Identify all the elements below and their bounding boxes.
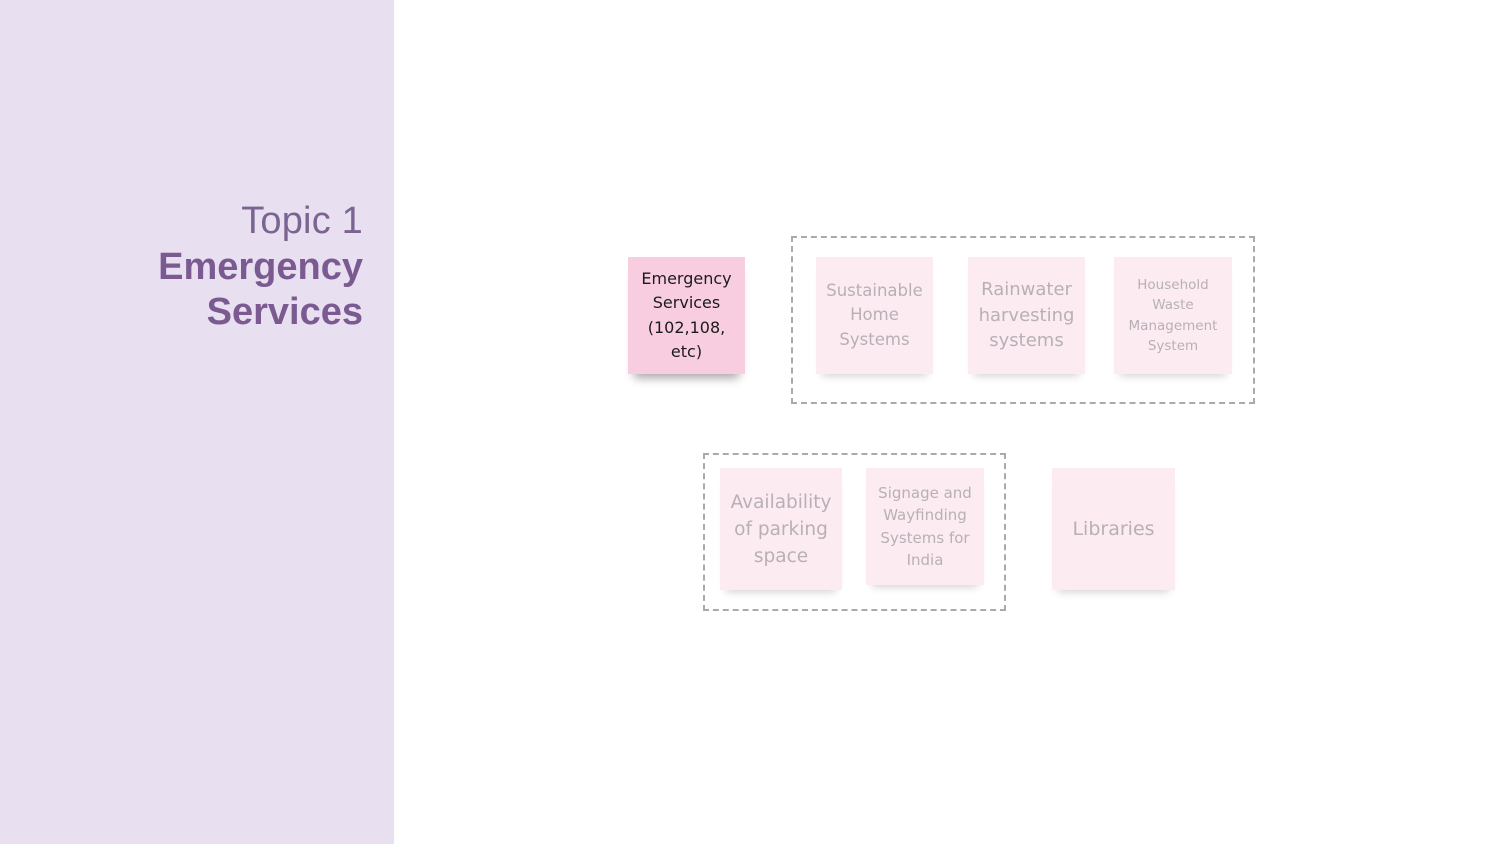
- sticky-note-sustainable-home-systems[interactable]: Sustainable Home Systems: [816, 257, 933, 374]
- sticky-note-text: Emergency Services (102,108, etc): [641, 268, 732, 362]
- sticky-note-libraries[interactable]: Libraries: [1052, 468, 1175, 590]
- sidebar-panel: Topic 1 Emergency Services: [0, 0, 394, 844]
- sticky-note-parking-availability[interactable]: Availability of parking space: [720, 468, 842, 590]
- sticky-note-text: Signage and Wayfinding Systems for India: [878, 483, 972, 570]
- sticky-note-text: Rainwater harvesting systems: [978, 279, 1075, 352]
- sticky-note-rainwater-harvesting[interactable]: Rainwater harvesting systems: [968, 257, 1085, 374]
- sticky-note-text: Libraries: [1072, 518, 1155, 540]
- topic-label: Topic 1: [241, 200, 363, 242]
- sticky-note-text: Sustainable Home Systems: [826, 280, 923, 349]
- sticky-note-household-waste[interactable]: Household Waste Management System: [1114, 257, 1232, 374]
- sticky-note-text: Availability of parking space: [730, 491, 832, 567]
- sticky-note-text: Household Waste Management System: [1128, 276, 1218, 355]
- sticky-note-signage-wayfinding[interactable]: Signage and Wayfinding Systems for India: [866, 468, 984, 585]
- sticky-note-emergency-services[interactable]: Emergency Services (102,108, etc): [628, 257, 745, 374]
- dashed-group-bottom: [703, 453, 1006, 611]
- topic-heading: Topic 1 Emergency Services: [158, 197, 363, 335]
- topic-title: Emergency Services: [158, 246, 363, 333]
- dashed-group-top: [791, 236, 1255, 404]
